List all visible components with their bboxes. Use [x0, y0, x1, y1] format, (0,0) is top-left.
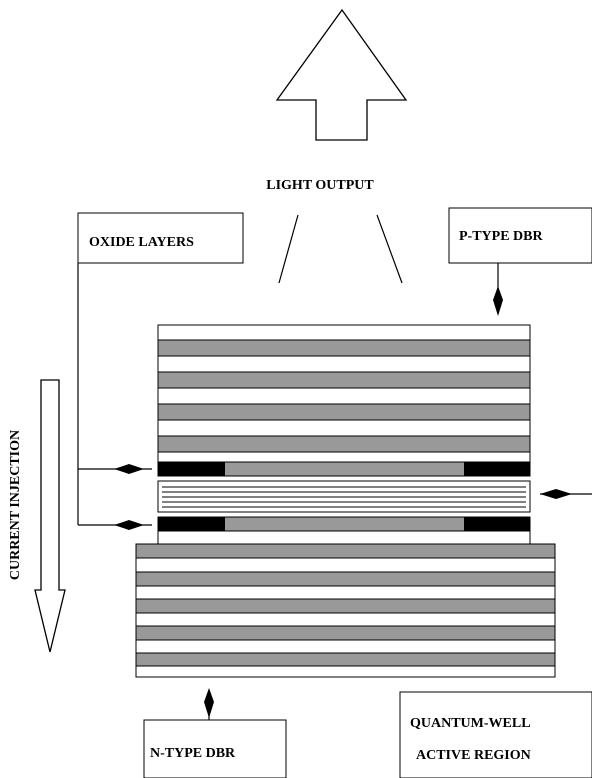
- n-type-dbr-stack: [135, 543, 556, 678]
- p-dbr-layer-gray: [157, 435, 531, 453]
- n-dbr-layer-gray: [135, 625, 556, 641]
- quantum-well-pointer-head: [540, 489, 572, 499]
- light-output-arrow: [275, 8, 408, 141]
- oxide-block-left: [158, 517, 225, 531]
- p-type-dbr-box: [448, 207, 592, 264]
- p-type-dbr-label: P-TYPE DBR: [459, 229, 544, 244]
- upper-oxide-layer: [157, 461, 531, 477]
- beam-line-right: [376, 214, 403, 284]
- n-type-dbr-label: N-TYPE DBR: [150, 746, 236, 761]
- p-dbr-layer-gray: [157, 371, 531, 389]
- p-dbr-layer-white: [157, 419, 531, 437]
- n-dbr-layer-white: [135, 557, 556, 573]
- beam-line-left: [278, 214, 299, 284]
- n-dbr-layer-gray: [135, 652, 556, 667]
- p-dbr-layer-gray: [157, 403, 531, 421]
- quantum-well-region: [157, 480, 531, 513]
- n-dbr-layer-gray: [135, 543, 556, 559]
- p-dbr-layer-white: [157, 451, 531, 463]
- oxide-block-right: [464, 462, 530, 476]
- p-type-dbr-stack: [157, 324, 531, 463]
- n-dbr-layer-white: [135, 612, 556, 627]
- oxide-block-right: [464, 517, 530, 531]
- oxide-layers-label: OXIDE LAYERS: [89, 235, 194, 250]
- oxide-pointer-top-head: [114, 464, 144, 474]
- oxide-layers-box: [77, 212, 244, 264]
- p-dbr-layer-white: [157, 324, 531, 341]
- oxide-block-left: [158, 462, 225, 476]
- p-dbr-layer-white: [157, 355, 531, 373]
- n-dbr-layer-gray: [135, 571, 556, 587]
- n-dbr-layer-gray: [135, 598, 556, 614]
- n-dbr-layer-white: [135, 665, 556, 678]
- n-dbr-layer-white: [135, 585, 556, 600]
- n-type-dbr-box: [143, 719, 287, 778]
- quantum-well-label-line1: QUANTUM-WELL: [410, 716, 531, 731]
- spacer-layer: [157, 530, 531, 545]
- quantum-well-box: [399, 691, 592, 778]
- light-output-label: LIGHT OUTPUT: [266, 178, 374, 193]
- quantum-well-label-line2: ACTIVE REGION: [416, 748, 531, 763]
- lower-oxide-layer: [157, 516, 531, 545]
- current-injection-label: CURRENT INJECTION: [8, 430, 23, 580]
- p-dbr-layer-gray: [157, 339, 531, 357]
- p-dbr-layer-white: [157, 387, 531, 405]
- current-injection-arrow: [34, 379, 66, 653]
- oxide-pointer-bottom-head: [114, 520, 144, 530]
- n-dbr-layer-white: [135, 639, 556, 654]
- p-type-dbr-pointer-head: [493, 286, 503, 316]
